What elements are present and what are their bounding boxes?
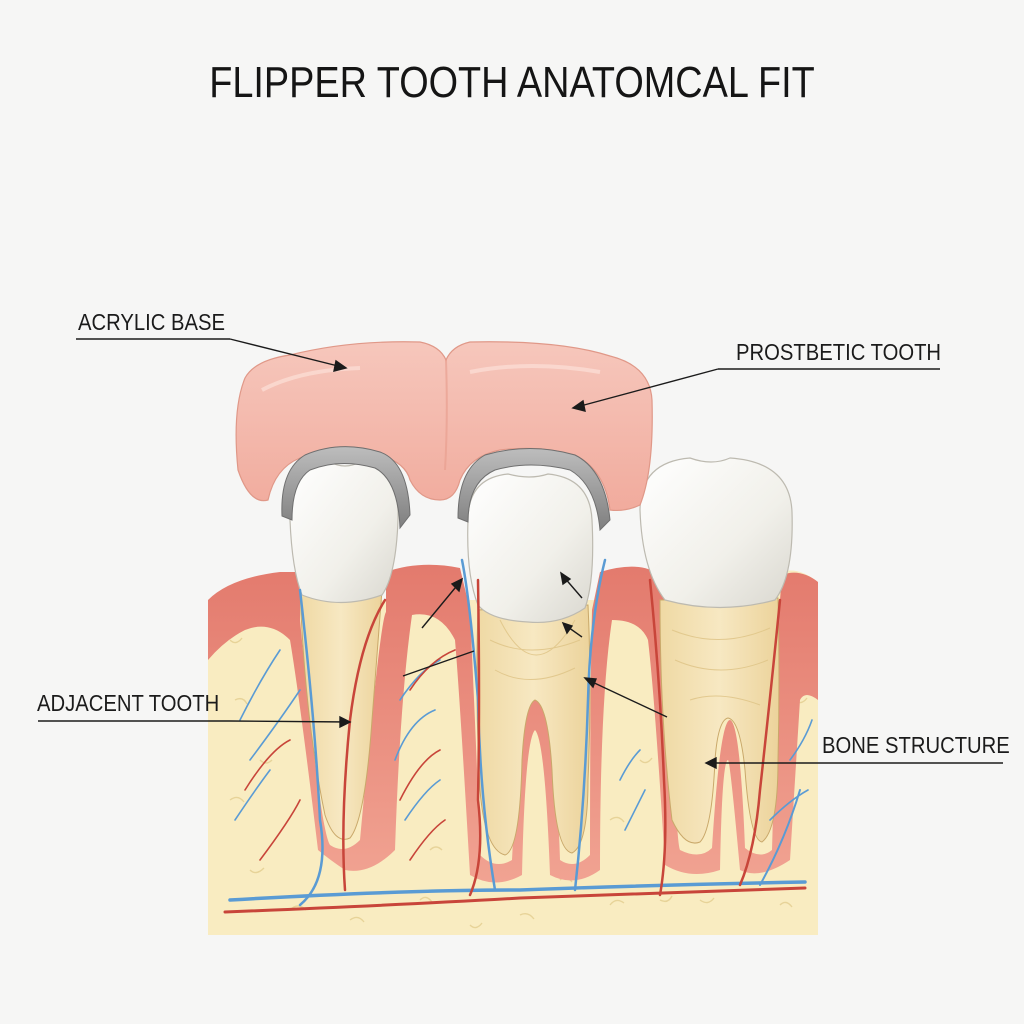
natural-tooth-right	[639, 457, 793, 844]
blood-vessels	[223, 558, 813, 914]
label-acrylic-base: ACRYLIC BASE	[78, 309, 225, 335]
label-adjacent-tooth: ADJACENT TOOTH	[37, 690, 220, 716]
diagram-title: FLIPPER TOOTH ANATOMCAL FIT	[209, 58, 815, 107]
label-bone-structure: BONE STRUCTURE	[822, 732, 1010, 758]
adjacent-tooth	[288, 461, 399, 840]
prosthetic-tooth	[467, 473, 594, 856]
metal-clasps	[281, 446, 611, 532]
leader-lines	[38, 338, 1003, 770]
label-prosthetic-tooth: PROSTBETIC TOOTH	[736, 339, 942, 365]
